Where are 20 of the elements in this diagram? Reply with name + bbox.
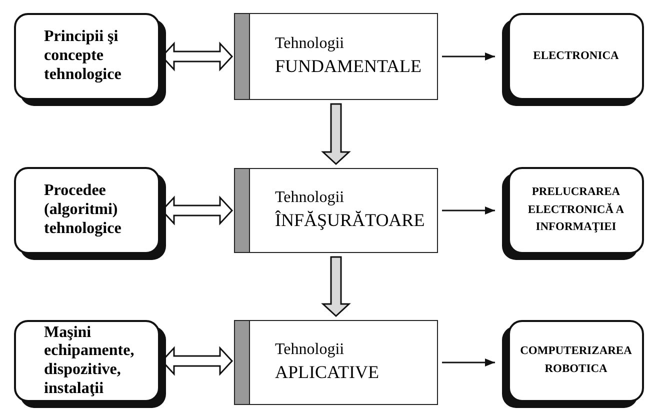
block-arrow: [321, 103, 351, 166]
technology-box: [234, 168, 438, 253]
block-arrow: [321, 256, 351, 318]
node-label: ELECTRONICA: [533, 48, 619, 64]
node-heading: Tehnologii: [275, 340, 346, 360]
node-title: ÎNFĂŞURĂTOARE: [275, 209, 426, 232]
arrow: [442, 52, 495, 60]
arrow: [442, 206, 495, 214]
node-title: APLICATIVE: [275, 361, 380, 384]
technology-box: [234, 320, 438, 405]
node-label: Maşini echipamente, dispozitive, instalaţii: [44, 324, 136, 398]
node-title: FUNDAMENTALE: [275, 55, 423, 78]
node-label: Procedee (algoritmi) tehnologice: [44, 182, 122, 239]
node-heading: Tehnologii: [275, 34, 346, 54]
node-label: PRELUCRAREA ELECTRONICĂ A INFORMAŢIEI: [526, 184, 626, 236]
technology-box: [234, 13, 438, 100]
node-heading: Tehnologii: [275, 188, 346, 208]
arrow: [442, 358, 495, 366]
node-label: Principii şi concepte tehnologice: [44, 28, 122, 85]
node-label: COMPUTERIZAREA ROBOTICA: [519, 344, 633, 377]
